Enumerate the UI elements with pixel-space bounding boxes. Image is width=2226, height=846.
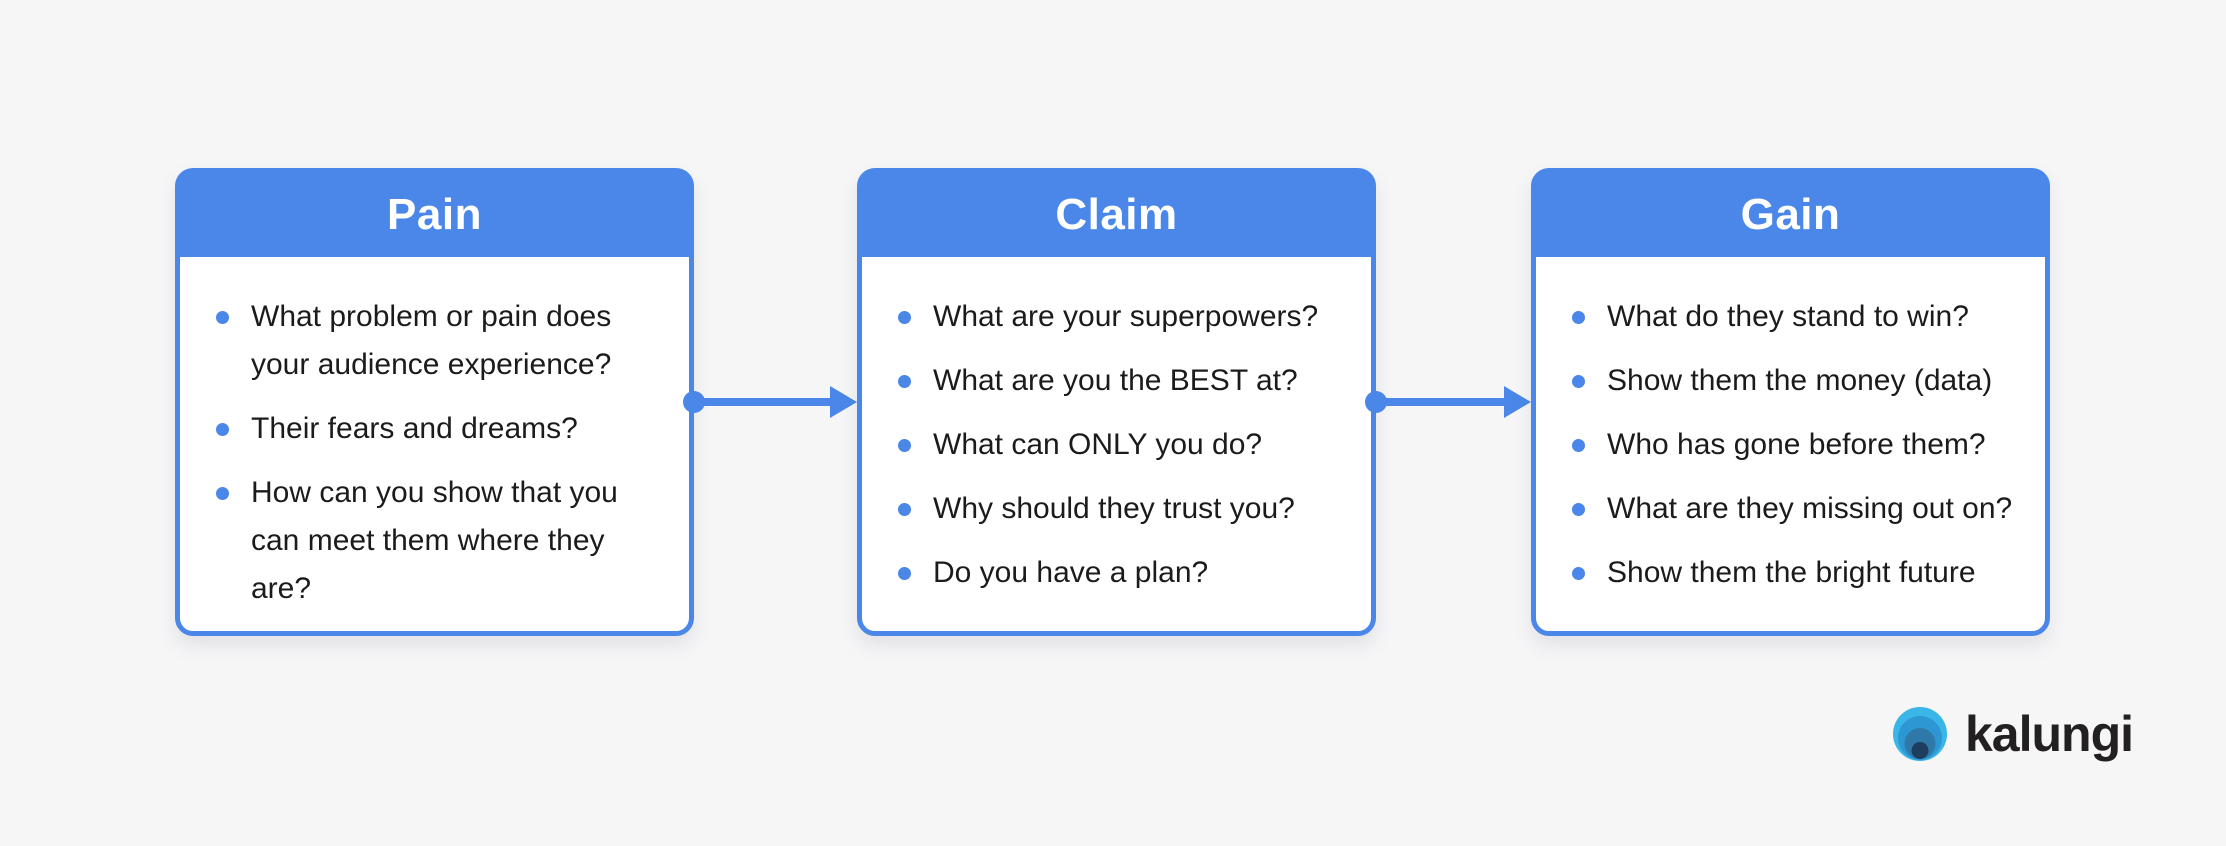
list-item: What are your superpowers?: [898, 293, 1343, 341]
list-item-text: What are your superpowers?: [933, 300, 1319, 333]
card-gain-title: Gain: [1740, 190, 1841, 239]
list-item-text: What do they stand to win?: [1607, 300, 1969, 333]
list-item-text: Why should they trust you?: [933, 492, 1295, 525]
bullet-icon: [1572, 439, 1585, 452]
bullet-icon: [1572, 311, 1585, 324]
list-item-text: Who has gone before them?: [1607, 428, 1986, 461]
list-item-text: What are you the BEST at?: [933, 364, 1298, 397]
card-claim: Claim What are your superpowers? What ar…: [857, 168, 1376, 636]
logo-circle-core: [1911, 742, 1929, 759]
bullet-icon: [216, 311, 229, 324]
bullet-icon: [898, 439, 911, 452]
list-item-text: Do you have a plan?: [933, 556, 1209, 589]
bullet-icon: [898, 567, 911, 580]
kalungi-logo: kalungi: [1893, 705, 2134, 763]
list-item-text: Show them the bright future: [1607, 556, 1976, 589]
card-gain: Gain What do they stand to win? Show the…: [1531, 168, 2050, 636]
bullet-icon: [898, 311, 911, 324]
card-pain-title: Pain: [387, 190, 482, 239]
bullet-icon: [1572, 375, 1585, 388]
list-item: Show them the bright future: [1572, 549, 2017, 597]
bullet-icon: [1572, 567, 1585, 580]
list-item-text: How can you show that you can meet them …: [251, 476, 618, 605]
list-item: What are you the BEST at?: [898, 357, 1343, 405]
list-item: What can ONLY you do?: [898, 421, 1343, 469]
card-pain: Pain What problem or pain does your audi…: [175, 168, 694, 636]
list-item-text: Show them the money (data): [1607, 364, 1993, 397]
list-item: Who has gone before them?: [1572, 421, 2017, 469]
list-item-text: Their fears and dreams?: [251, 412, 578, 445]
list-item-text: What are they missing out on?: [1607, 492, 2013, 525]
bullet-icon: [216, 423, 229, 436]
bullet-icon: [1572, 503, 1585, 516]
list-item: What problem or pain does your audience …: [216, 293, 661, 389]
bullet-icon: [898, 375, 911, 388]
connector-line: [694, 398, 830, 406]
kalungi-logo-mark-icon: [1893, 707, 1947, 761]
list-item-text: What can ONLY you do?: [933, 428, 1263, 461]
card-gain-list: What do they stand to win? Show them the…: [1536, 257, 2045, 597]
list-item-text: What problem or pain does your audience …: [251, 300, 612, 381]
card-claim-list: What are your superpowers? What are you …: [862, 257, 1371, 597]
bullet-icon: [898, 503, 911, 516]
list-item: Why should they trust you?: [898, 485, 1343, 533]
card-gain-header: Gain: [1536, 173, 2045, 257]
card-pain-list: What problem or pain does your audience …: [180, 257, 689, 613]
connector-line: [1376, 398, 1504, 406]
card-pain-header: Pain: [180, 173, 689, 257]
arrowhead-right-icon: [1504, 386, 1531, 418]
list-item: Do you have a plan?: [898, 549, 1343, 597]
list-item: What are they missing out on?: [1572, 485, 2017, 533]
list-item: How can you show that you can meet them …: [216, 469, 661, 613]
card-claim-header: Claim: [862, 173, 1371, 257]
arrowhead-right-icon: [830, 386, 857, 418]
bullet-icon: [216, 487, 229, 500]
card-claim-title: Claim: [1055, 190, 1178, 239]
kalungi-logo-text: kalungi: [1965, 706, 2134, 762]
list-item: Show them the money (data): [1572, 357, 2017, 405]
list-item: Their fears and dreams?: [216, 405, 661, 453]
list-item: What do they stand to win?: [1572, 293, 2017, 341]
